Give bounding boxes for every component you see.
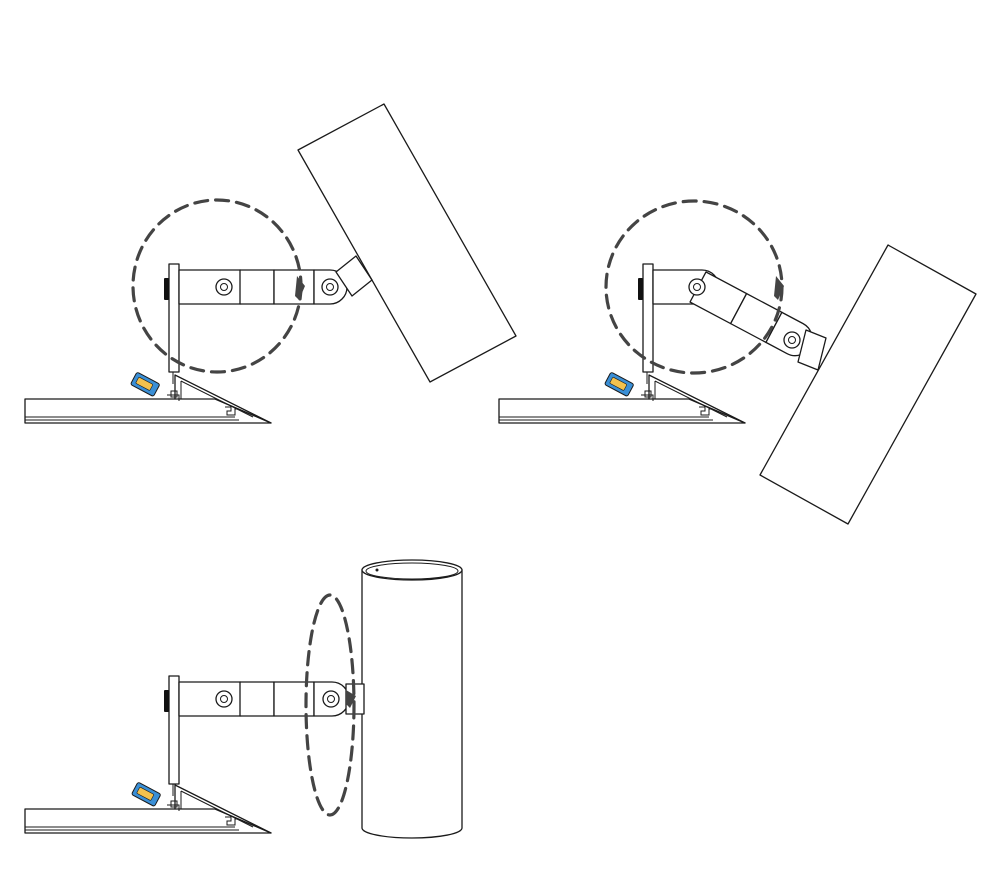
rotation-indicator	[304, 593, 356, 817]
rotation-indicator	[131, 198, 305, 374]
arm-segment	[178, 681, 365, 717]
pole	[361, 559, 463, 839]
sensor-device	[129, 371, 161, 398]
flat-panel	[297, 103, 517, 383]
mount-post	[163, 675, 180, 797]
sensor-device	[603, 371, 635, 398]
mount-post	[637, 263, 654, 385]
sensor-device	[130, 781, 162, 808]
arm-segment	[652, 269, 813, 357]
panel-2	[498, 199, 977, 525]
flat-panel	[759, 244, 977, 525]
mount-post	[163, 263, 180, 385]
rotation-indicator	[604, 199, 784, 375]
panel-3	[24, 559, 463, 839]
arm-segment	[178, 269, 348, 305]
panel-1	[24, 103, 517, 424]
